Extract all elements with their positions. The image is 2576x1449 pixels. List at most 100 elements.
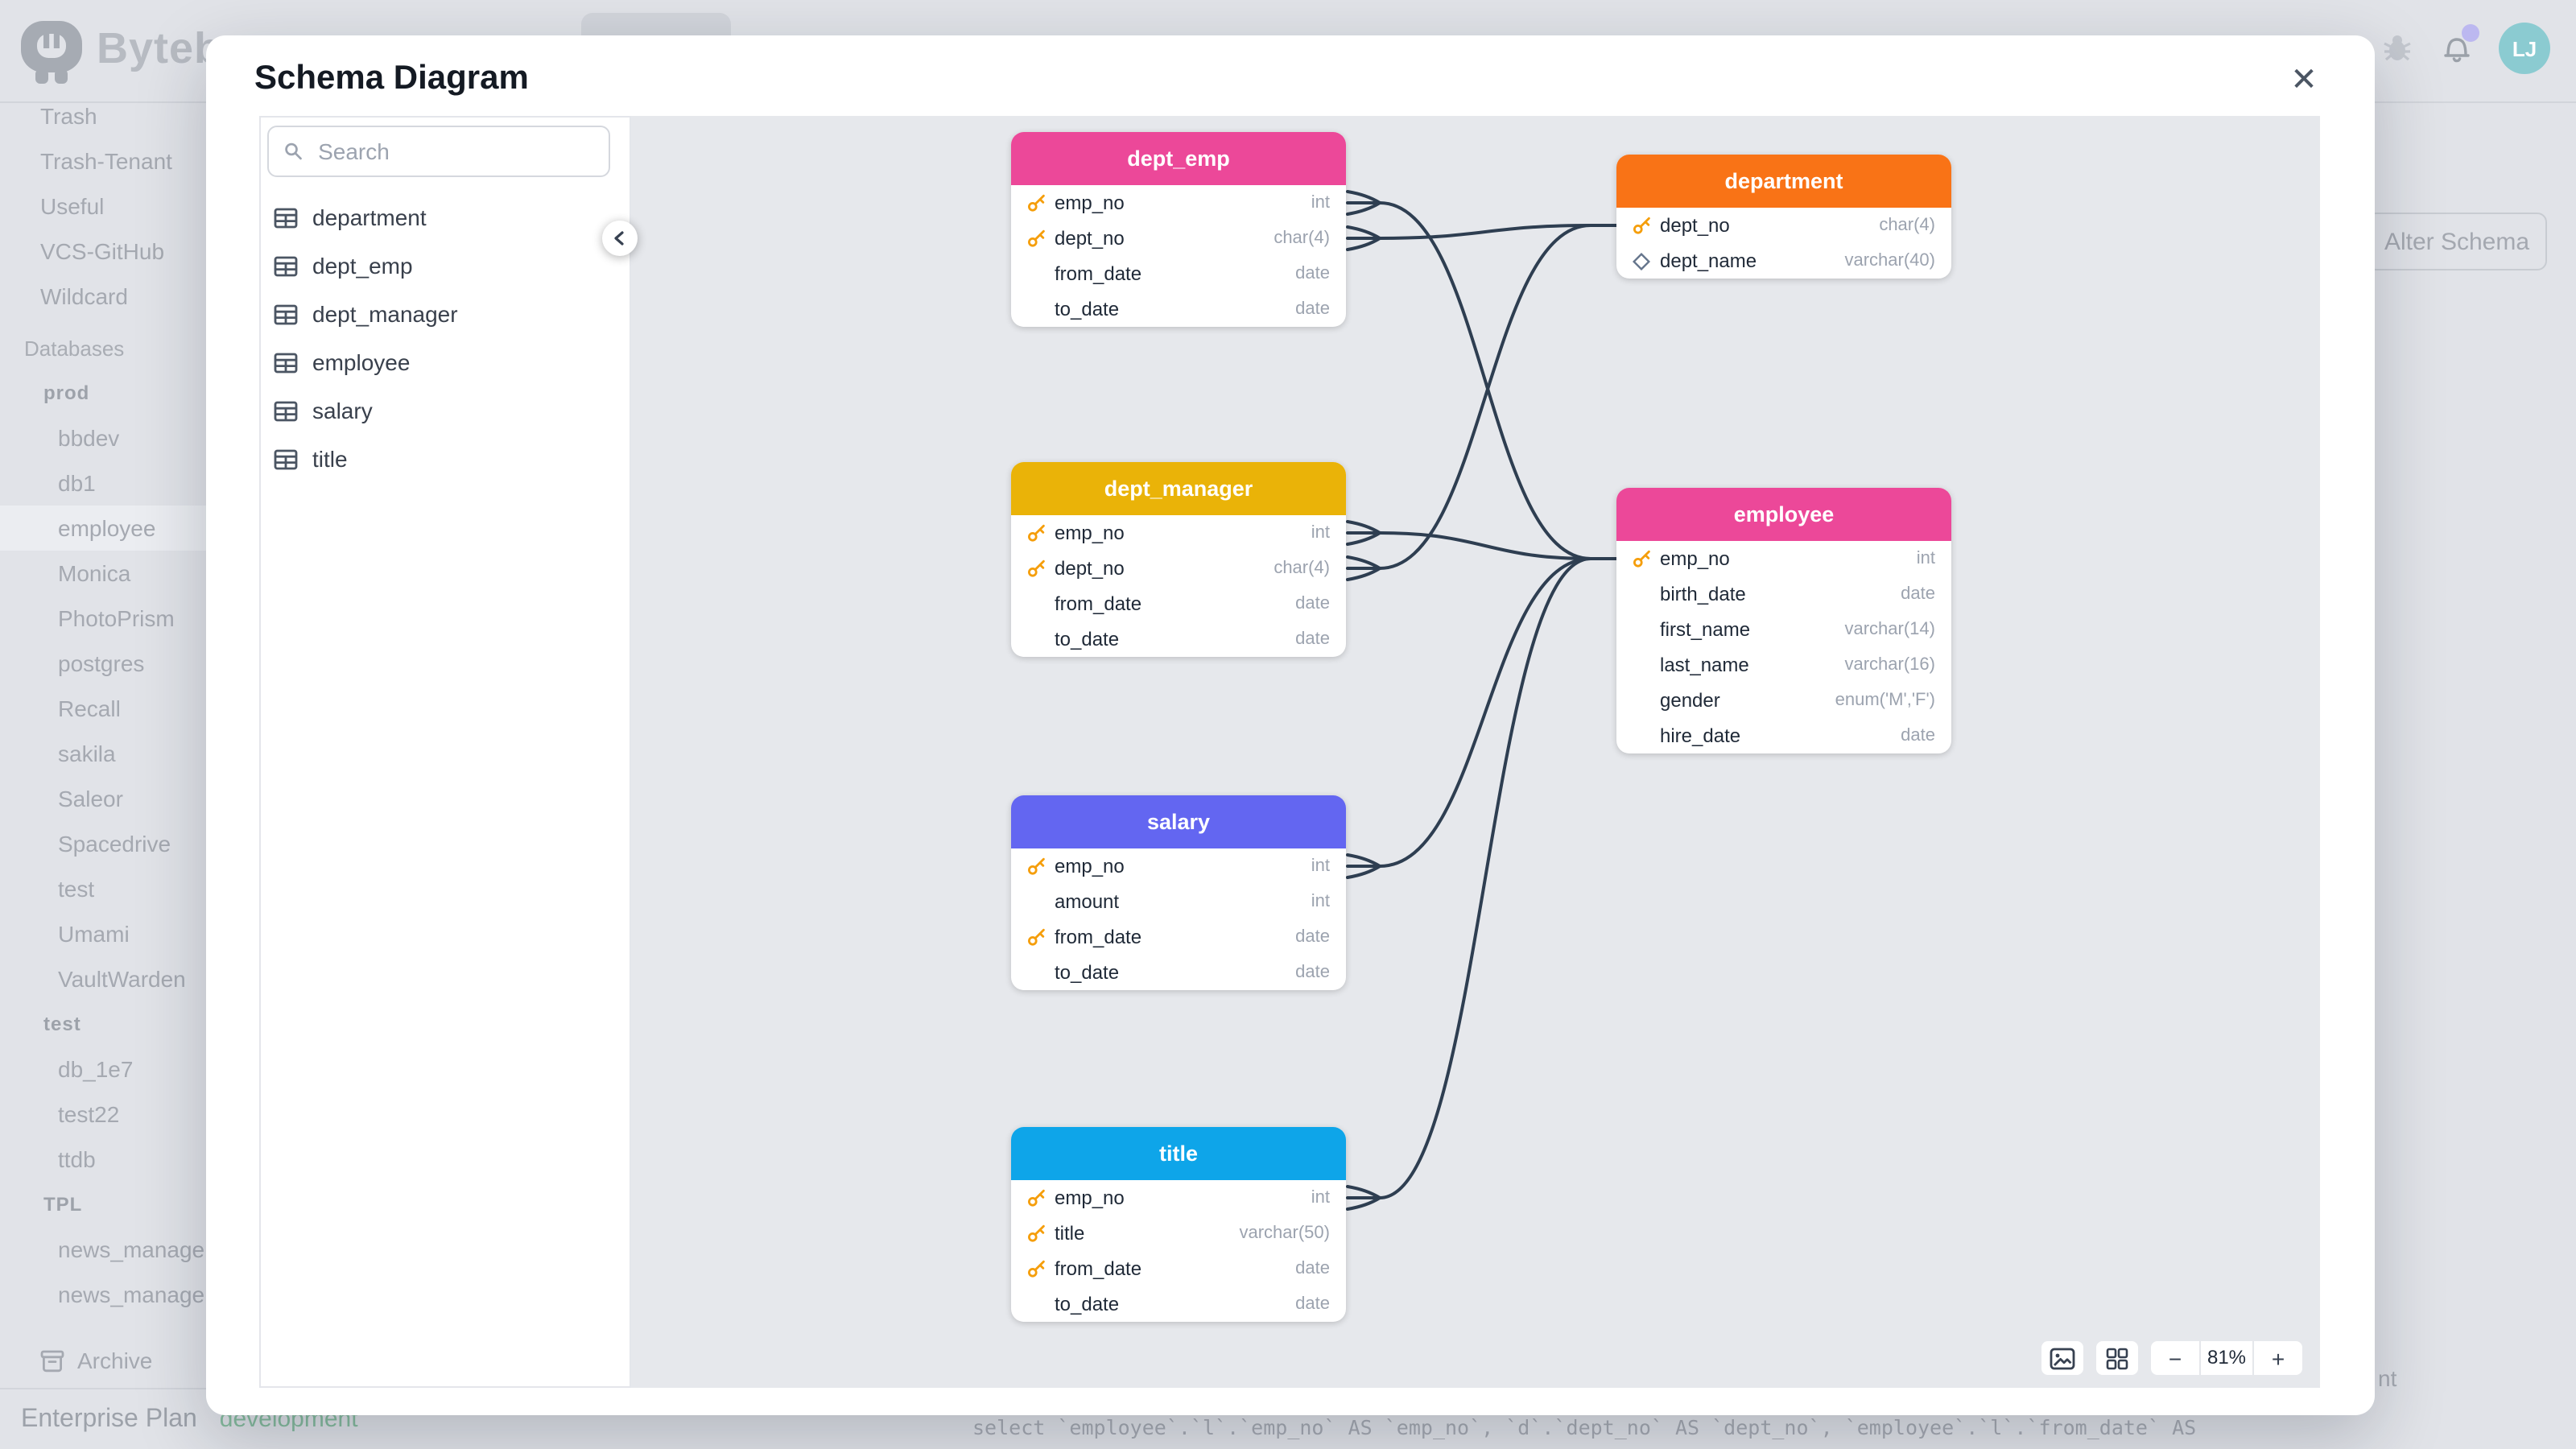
column-type: varchar(16) [1844,655,1936,675]
chevron-left-icon [614,231,624,246]
primary-key-icon [1028,194,1045,212]
column-name: gender [1660,689,1720,712]
edge-prong [1346,1196,1381,1211]
sidebar-item-db-spacedrive[interactable]: Spacedrive [58,831,171,857]
schema-table-item-title[interactable]: title [267,435,625,483]
notification-bell-icon[interactable] [2439,31,2475,66]
schema-table-item-dept-emp[interactable]: dept_emp [267,242,625,290]
sidebar-item-useful[interactable]: Useful [40,193,105,219]
sidebar-item-db-photoprism[interactable]: PhotoPrism [58,605,175,631]
primary-key-icon [1028,1189,1045,1207]
sidebar-item-wildcard[interactable]: Wildcard [40,283,128,309]
column-type: int [1311,523,1330,543]
search-box[interactable] [267,126,610,177]
sidebar-item-db-ttdb[interactable]: ttdb [58,1146,96,1172]
table-icon [274,352,298,373]
close-icon[interactable]: ✕ [2290,62,2318,97]
sidebar-item-vcs-github[interactable]: VCS-GitHub [40,238,165,264]
schema-table-item-dept-manager[interactable]: dept_manager [267,290,625,338]
table-header-dept-emp: dept_emp [1011,132,1346,185]
schema-table-item-employee[interactable]: employee [267,338,625,386]
table-item-label: title [312,446,348,472]
column-type: date [1295,963,1330,982]
column-type: varchar(40) [1844,251,1936,270]
schema-table-item-department[interactable]: department [267,193,625,242]
sidebar-item-db-db1[interactable]: db1 [58,470,96,496]
export-image-button[interactable] [2041,1341,2083,1375]
sidebar-item-db-test[interactable]: test [58,876,95,902]
primary-key-icon [1028,524,1045,542]
sidebar-item-db-test22[interactable]: test22 [58,1101,120,1127]
column-name: emp_no [1055,522,1125,544]
modal-title: Schema Diagram [254,60,529,97]
column-type: int [1916,549,1935,568]
schema-diagram-modal: Schema Diagram ✕ departmentdept_empdept_… [206,35,2375,1415]
relationship-edges [1346,190,1621,1211]
sidebar-item-db-umami[interactable]: Umami [58,921,130,947]
column-type: int [1311,193,1330,213]
image-icon [2050,1347,2075,1369]
sidebar-item-db-employee[interactable]: employee [0,506,206,551]
sidebar-item-db-vaultwarden[interactable]: VaultWarden [58,966,186,992]
column-name: from_date [1055,262,1142,285]
column-type: varchar(14) [1844,620,1936,639]
sidebar-item-db-recall[interactable]: Recall [58,696,121,721]
sidebar-item-trash[interactable]: Trash [40,103,97,129]
sidebar-item-db-db-1e7[interactable]: db_1e7 [58,1056,134,1082]
sidebar-item-db-saleor[interactable]: Saleor [58,786,123,811]
edge-prong [1346,201,1381,216]
plan-bar: Enterprise Plan development [0,1388,358,1449]
edge-dept-emp-emp-no-to-employee-emp-no [1378,201,1592,560]
sidebar-item-archive[interactable]: Archive [0,1338,206,1383]
debug-bug-icon[interactable] [2380,31,2415,66]
column-type: date [1901,584,1935,604]
sidebar-item-db-news-manage[interactable]: news_manage [58,1236,205,1262]
sidebar-item-trash-tenant[interactable]: Trash-Tenant [40,148,172,174]
table-icon [274,255,298,276]
avatar[interactable]: LJ [2499,23,2550,74]
primary-key-icon [1028,1224,1045,1242]
sidebar-group-test: test [43,1013,81,1035]
sidebar-item-db-postgres[interactable]: postgres [58,650,145,676]
edge-prong [1346,531,1381,546]
sidebar-item-db-bbdev[interactable]: bbdev [58,425,120,451]
edge-salary-emp-no-to-employee-emp-no [1378,557,1592,868]
column-type: date [1295,630,1330,649]
column-name: dept_no [1055,227,1125,250]
panel-collapse-button[interactable] [602,221,638,256]
plan-label: Enterprise Plan [21,1405,197,1432]
zoom-out-button[interactable]: − [2168,1345,2182,1371]
sidebar-item-db-news-manage[interactable]: news_manage [58,1282,205,1307]
edge-prong [1346,567,1381,581]
alter-schema-button[interactable]: Alter Schema [2367,213,2547,270]
search-input[interactable] [315,137,594,166]
zoom-in-button[interactable]: + [2271,1345,2285,1371]
schema-table-item-salary[interactable]: salary [267,386,625,435]
table-icon [274,303,298,324]
auto-layout-button[interactable] [2096,1341,2138,1375]
column-type: char(4) [1274,229,1330,248]
column-name: emp_no [1660,547,1730,570]
column-name: to_date [1055,961,1120,984]
edge-title-emp-no-to-employee-emp-no [1378,557,1592,1199]
sidebar-item-db-monica[interactable]: Monica [58,560,131,586]
sidebar-item-db-sakila[interactable]: sakila [58,741,116,766]
primary-key-icon [1028,857,1045,875]
table-header-employee: employee [1616,488,1951,541]
grid-layout-icon [2106,1347,2128,1369]
column-name: to_date [1055,298,1120,320]
